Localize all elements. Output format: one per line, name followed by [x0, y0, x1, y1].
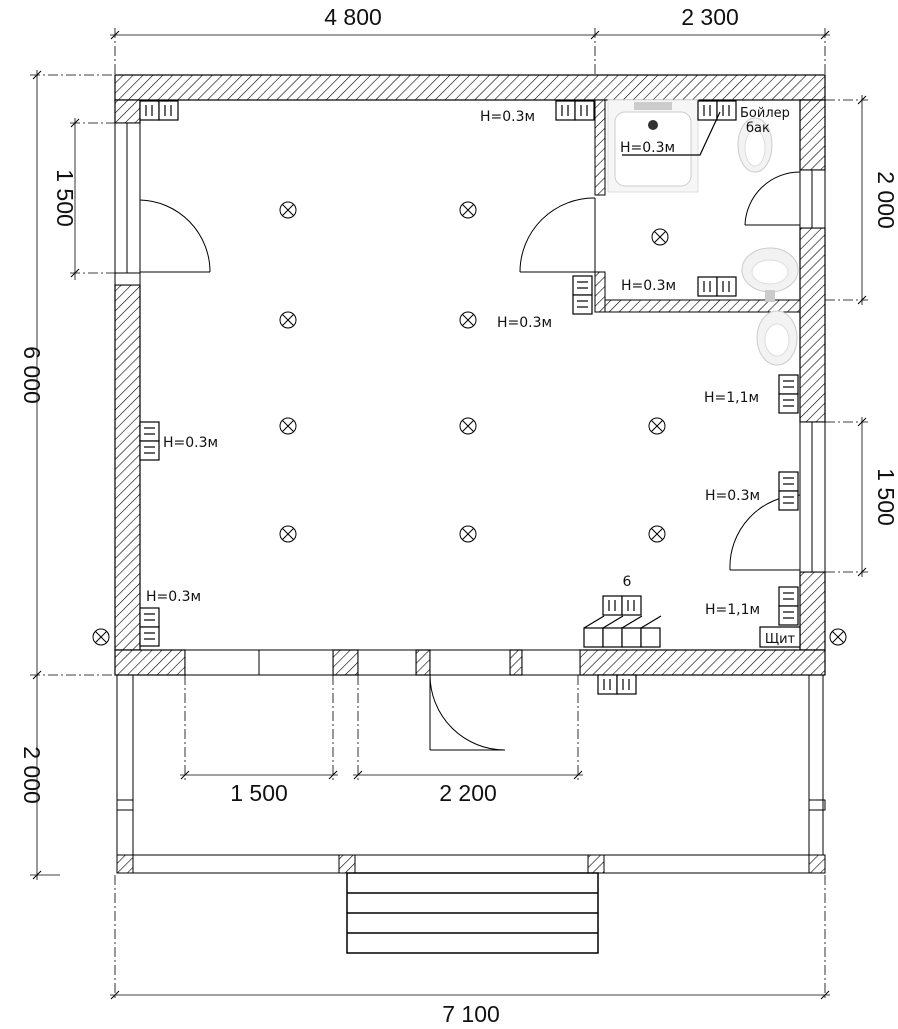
- electrical-panel: Щит: [759, 626, 801, 648]
- ceiling-light-icon: [279, 417, 297, 435]
- dim-left-porch: 2 000: [19, 746, 45, 804]
- dim-left-window: 1 500: [52, 169, 78, 227]
- ceiling-light-icon: [279, 201, 297, 219]
- dim-left-total: 6 000: [19, 346, 45, 404]
- socket-block-icon: [597, 674, 637, 695]
- socket-block-icon: [778, 374, 799, 414]
- socket-block-icon: [602, 595, 642, 616]
- ceiling-light-icon: [651, 228, 669, 246]
- panel-label: Щит: [765, 632, 796, 647]
- dim-bottom-total: 7 100: [442, 1001, 500, 1027]
- light-switches: [583, 615, 662, 648]
- left-window: [114, 122, 141, 286]
- ceiling-light-icon: [648, 417, 666, 435]
- exterior-walls: [114, 74, 826, 676]
- socket-label-left-bottom: H=0.3м: [146, 589, 201, 605]
- socket-block-icon: [555, 100, 595, 121]
- ceiling-light-icon: [279, 311, 297, 329]
- socket-label-bath-bottom: H=0.3м: [621, 278, 676, 294]
- socket-block-icon: [778, 471, 799, 511]
- socket-block-icon: [572, 275, 593, 315]
- socket-label-left-wall: H=0.3м: [163, 435, 218, 451]
- socket-label-right-middle: H=0.3м: [705, 488, 760, 504]
- socket-label-top-center: H=0.3м: [480, 109, 535, 125]
- ceiling-light-icon: [92, 628, 110, 646]
- washbasin: [741, 247, 799, 302]
- boiler-label-line2: бак: [746, 121, 770, 136]
- porch-steps: [346, 872, 599, 954]
- doors: [139, 171, 801, 751]
- socket-block-icon: [139, 100, 179, 121]
- socket-label-right-upper: H=1,1м: [704, 390, 759, 406]
- right-windows: [799, 169, 826, 573]
- porch: [116, 675, 826, 874]
- dim-top-left: 4 800: [324, 4, 382, 30]
- boiler-label-line1: Бойлер: [740, 106, 790, 121]
- socket-label-partition: H=0.3м: [497, 315, 552, 331]
- dim-top-right: 2 300: [681, 4, 739, 30]
- dim-right-window: 1 500: [873, 468, 898, 526]
- interior-walls: [594, 99, 801, 313]
- porch-posts: [116, 854, 826, 874]
- sockets: [139, 100, 799, 695]
- front-windows: [184, 649, 581, 676]
- toilet: [756, 310, 798, 366]
- socket-label-boiler: H=0.3м: [620, 140, 675, 156]
- ceiling-light-icon: [459, 201, 477, 219]
- ceiling-light-icon: [459, 417, 477, 435]
- dim-porch-window: 1 500: [230, 780, 288, 806]
- socket-block-icon: [697, 100, 737, 121]
- boiler: [737, 117, 773, 173]
- socket-label-right-lower: H=1,1м: [705, 602, 760, 618]
- dimension-lines: [30, 28, 868, 1000]
- socket-block-icon: [139, 607, 160, 647]
- ceiling-light-icon: [648, 525, 666, 543]
- dim-porch-door: 2 200: [439, 780, 497, 806]
- boiler-leader-line: [622, 111, 721, 156]
- socket-block-icon: [697, 276, 737, 297]
- ceiling-light-icon: [459, 525, 477, 543]
- bathtub: [607, 99, 699, 193]
- ceiling-lights: [92, 201, 847, 646]
- ceiling-light-icon: [829, 628, 847, 646]
- dimension-ticks: [32, 30, 867, 1000]
- socket-block-icon: [139, 421, 160, 461]
- switch-count-label: 6: [623, 574, 632, 590]
- dim-right-bath: 2 000: [873, 171, 898, 229]
- ceiling-light-icon: [459, 311, 477, 329]
- socket-block-icon: [778, 586, 799, 626]
- ceiling-light-icon: [279, 525, 297, 543]
